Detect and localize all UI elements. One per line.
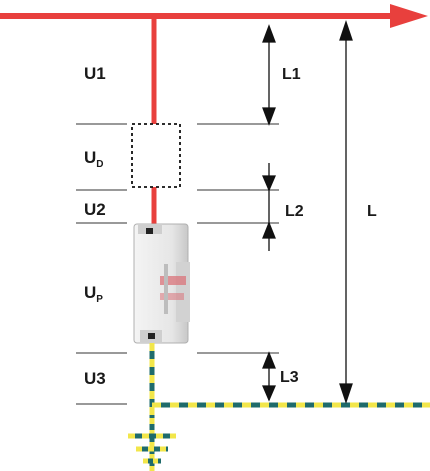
dimension-arrow-l3 — [262, 351, 276, 402]
length-label-l: L — [367, 203, 377, 220]
length-label-l1: L1 — [282, 66, 301, 83]
length-label-l2: L2 — [285, 203, 304, 220]
voltage-label-u2: U2 — [84, 200, 106, 219]
disconnector-placeholder-icon — [131, 123, 181, 188]
surge-protective-device-icon — [133, 223, 190, 344]
dimension-arrow-l — [339, 19, 353, 405]
voltage-label-up: UP — [84, 283, 103, 305]
voltage-label-ud: UD — [84, 148, 104, 170]
ground-symbol-icon — [128, 433, 176, 464]
dimension-arrow-l1 — [262, 24, 276, 126]
right-reference-lines — [197, 123, 279, 354]
voltage-label-u3: U3 — [84, 369, 106, 388]
dimension-arrow-l2 — [262, 163, 276, 251]
left-divider-lines — [76, 123, 127, 405]
phase-direction-arrow-icon — [390, 4, 428, 28]
length-label-l3: L3 — [280, 369, 299, 386]
voltage-label-u1: U1 — [84, 64, 106, 83]
